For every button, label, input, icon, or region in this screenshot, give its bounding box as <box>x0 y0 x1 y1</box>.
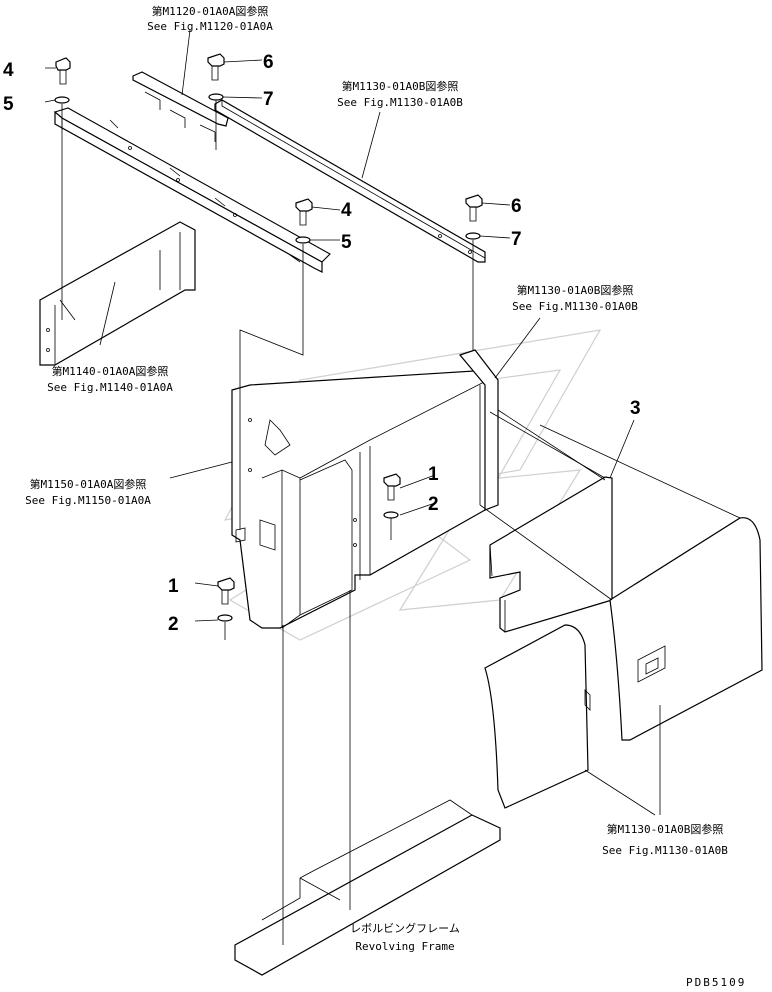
ref-m1130-mid-en: See Fig.M1130-01A0B <box>512 300 638 313</box>
left-side-frame <box>39 221 196 366</box>
ref-m1120-en: See Fig.M1120-01A0A <box>147 20 273 33</box>
washer-5-top <box>54 96 70 104</box>
bolt-1-left <box>217 577 235 605</box>
upper-bracket <box>132 71 229 142</box>
cover-panel-left <box>484 624 591 809</box>
ref-m1140: 第M1140-01A0A図参照 See Fig.M1140-01A0A <box>47 364 173 394</box>
ref-m1120: 第M1120-01A0A図参照 See Fig.M1120-01A0A <box>147 4 273 33</box>
part-number-2-left: 2 <box>168 614 179 635</box>
washer-7-top <box>208 93 224 101</box>
panel-3 <box>489 476 613 633</box>
bolt-6-top <box>207 53 225 81</box>
drawing-code: PDB5109 <box>686 976 746 989</box>
revolving-frame-base <box>234 799 501 976</box>
ref-m1130-mid: 第M1130-01A0B図参照 See Fig.M1130-01A0B <box>512 283 638 313</box>
bolt-4-mid <box>295 198 313 226</box>
cover-panel-right <box>609 517 763 741</box>
ref-m1150-en: See Fig.M1150-01A0A <box>25 494 151 507</box>
part-number-5-top: 5 <box>3 94 14 115</box>
part-number-4-mid: 4 <box>341 200 352 221</box>
ref-m1130-mid-jp: 第M1130-01A0B図参照 <box>517 283 634 297</box>
ref-m1140-jp: 第M1140-01A0A図参照 <box>52 364 169 378</box>
upper-rail-right <box>214 99 486 263</box>
ref-m1130-bot-jp: 第M1130-01A0B図参照 <box>607 822 724 836</box>
revolving-frame-en: Revolving Frame <box>355 940 454 953</box>
ref-m1130-top: 第M1130-01A0B図参照 See Fig.M1130-01A0B <box>337 79 463 109</box>
part-number-1-left: 1 <box>168 576 179 597</box>
ref-m1150-jp: 第M1150-01A0A図参照 <box>30 477 147 491</box>
part-number-6-top: 6 <box>263 52 274 73</box>
ref-m1120-jp: 第M1120-01A0A図参照 <box>152 4 269 18</box>
washer-5-mid <box>295 236 311 244</box>
part-number-6-mid: 6 <box>511 196 522 217</box>
washer-2-left <box>217 614 233 622</box>
ref-m1130-top-jp: 第M1130-01A0B図参照 <box>342 79 459 93</box>
part-number-labels: 4 5 6 7 4 5 6 7 3 1 2 1 2 <box>3 52 641 635</box>
part-number-7-top: 7 <box>263 89 274 110</box>
part-number-2-right: 2 <box>428 494 439 515</box>
part-number-5-mid: 5 <box>341 232 352 253</box>
ref-m1130-bot: 第M1130-01A0B図参照 See Fig.M1130-01A0B <box>602 822 728 857</box>
part-number-7-mid: 7 <box>511 229 522 250</box>
bolt-4-top <box>55 57 71 85</box>
part-number-1-right: 1 <box>428 464 439 485</box>
bolt-1-right <box>383 473 401 501</box>
washer-7-mid <box>465 232 481 240</box>
ref-m1130-bot-en: See Fig.M1130-01A0B <box>602 844 728 857</box>
part-number-3: 3 <box>630 398 641 419</box>
ref-m1130-top-en: See Fig.M1130-01A0B <box>337 96 463 109</box>
part-number-4-top: 4 <box>3 60 14 81</box>
washer-2-right <box>383 511 399 519</box>
ref-m1150: 第M1150-01A0A図参照 See Fig.M1150-01A0A <box>25 477 151 507</box>
main-frame <box>231 349 499 629</box>
leader-lines <box>44 29 741 945</box>
bolt-6-mid <box>465 194 483 222</box>
ref-m1140-en: See Fig.M1140-01A0A <box>47 381 173 394</box>
revolving-frame-jp: レボルビングフレーム <box>350 921 460 935</box>
revolving-frame-label: レボルビングフレーム Revolving Frame <box>350 921 460 953</box>
